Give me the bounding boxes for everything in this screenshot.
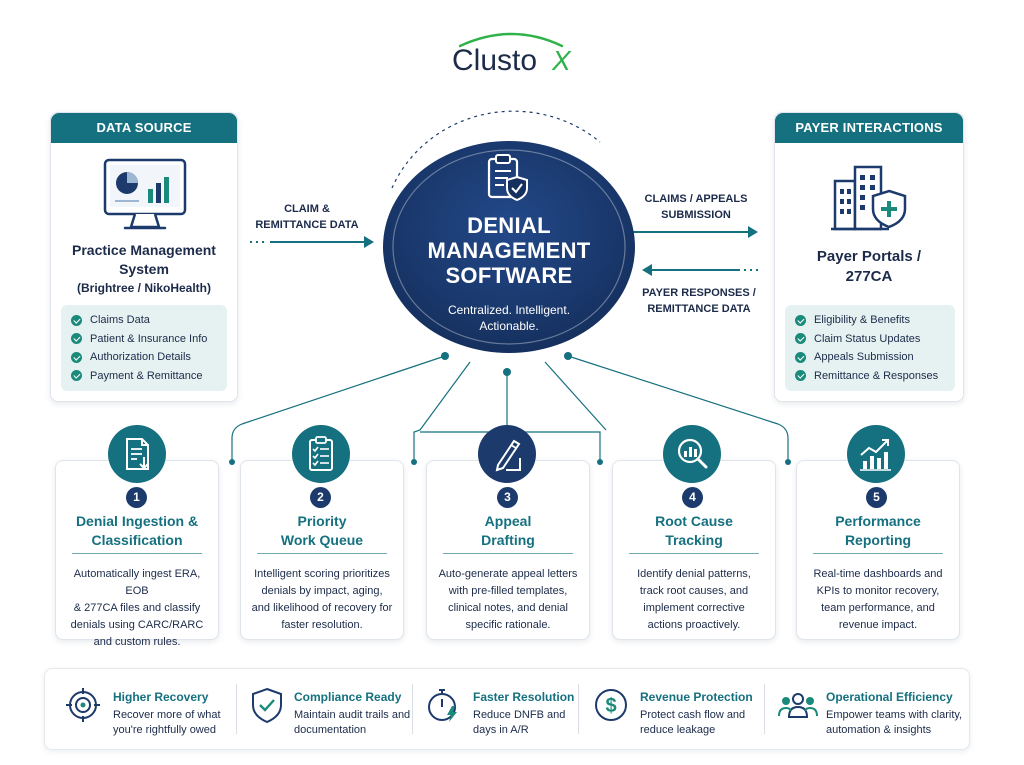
data-source-header: DATA SOURCE	[51, 113, 237, 143]
payer-header: PAYER INTERACTIONS	[775, 113, 963, 143]
target-icon	[64, 686, 102, 724]
data-source-title-line1: Practice Management	[72, 242, 216, 258]
step-description: Identify denial patterns,track root caus…	[637, 568, 751, 631]
check-icon	[795, 370, 806, 382]
trend-chart-icon	[847, 425, 905, 483]
denial-management-hub	[381, 139, 637, 355]
step-number: 1	[126, 487, 147, 508]
check-icon	[71, 370, 82, 382]
document-download-icon	[108, 425, 166, 483]
divider	[412, 684, 413, 734]
magnifier-chart-icon	[663, 425, 721, 483]
logo-accent: X	[551, 45, 572, 76]
divider	[578, 684, 579, 734]
pencil-ruler-icon	[478, 425, 536, 483]
data-source-panel: DATA SOURCE Practice Management System (…	[50, 112, 238, 402]
shield-check-icon	[248, 686, 286, 724]
step-description: Automatically ingest ERA, EOB& 277CA fil…	[70, 568, 204, 648]
list-item: Eligibility & Benefits	[795, 311, 945, 330]
data-source-subtitle: (Brightree / NikoHealth)	[76, 281, 211, 295]
payer-list: Eligibility & Benefits Claim Status Upda…	[785, 305, 955, 391]
list-item: Claim Status Updates	[795, 330, 945, 349]
benefit-title: Compliance Ready	[294, 690, 402, 704]
step-divider	[257, 553, 387, 554]
clipboard-checklist-icon	[292, 425, 350, 483]
data-source-list: Claims Data Patient & Insurance Info Aut…	[61, 305, 227, 391]
stopwatch-bolt-icon	[424, 686, 462, 724]
step-number: 2	[310, 487, 331, 508]
svg-text:$: $	[605, 695, 616, 717]
divider	[236, 684, 237, 734]
list-item: Remittance & Responses	[795, 367, 945, 386]
payer-title-line2: 277CA	[845, 268, 893, 285]
payer-title-line1: Payer Portals /	[816, 248, 922, 265]
step-divider	[443, 553, 573, 554]
flow-label-left: CLAIM &REMITTANCE DATA	[255, 203, 359, 231]
check-icon	[71, 314, 82, 326]
clustox-logo: Clusto X	[432, 28, 592, 78]
check-icon	[795, 314, 806, 326]
list-item: Appeals Submission	[795, 348, 945, 367]
list-item: Claims Data	[71, 311, 217, 330]
logo-text: Clusto	[452, 44, 537, 77]
step-number: 5	[866, 487, 887, 508]
list-item: Patient & Insurance Info	[71, 330, 217, 349]
payer-panel: PAYER INTERACTIONS Payer Portals / 277CA…	[774, 112, 964, 402]
divider	[764, 684, 765, 734]
clipboard-shield-icon	[484, 153, 530, 203]
monitor-dashboard-icon	[101, 157, 189, 233]
hub-title: DENIAL MANAGEMENT SOFTWARE	[427, 213, 591, 288]
benefit-title: Higher Recovery	[113, 690, 209, 704]
step-divider	[72, 553, 202, 554]
step-divider	[813, 553, 943, 554]
check-icon	[71, 351, 82, 363]
benefit-title: Faster Resolution	[473, 690, 575, 704]
step-title: Denial Ingestion &Classification	[75, 513, 199, 548]
list-item: Authorization Details	[71, 348, 217, 367]
step-number: 3	[497, 487, 518, 508]
check-icon	[71, 333, 82, 345]
flow-label-right-bottom: PAYER RESPONSES /REMITTANCE DATA	[642, 287, 756, 315]
step-number: 4	[682, 487, 703, 508]
building-shield-icon	[829, 163, 913, 233]
benefit-title: Operational Efficiency	[826, 690, 953, 704]
dollar-circle-icon: $	[592, 686, 630, 724]
benefit-description: Empower teams with clarity,automation & …	[826, 709, 963, 736]
hub-subtitle: Centralized. Intelligent. Actionable.	[447, 303, 571, 333]
benefit-title: Revenue Protection	[640, 690, 753, 704]
data-source-title-line2: System	[119, 261, 169, 277]
team-icon	[778, 686, 818, 724]
list-item: Payment & Remittance	[71, 367, 217, 386]
step-divider	[629, 553, 759, 554]
check-icon	[795, 333, 806, 345]
check-icon	[795, 351, 806, 363]
